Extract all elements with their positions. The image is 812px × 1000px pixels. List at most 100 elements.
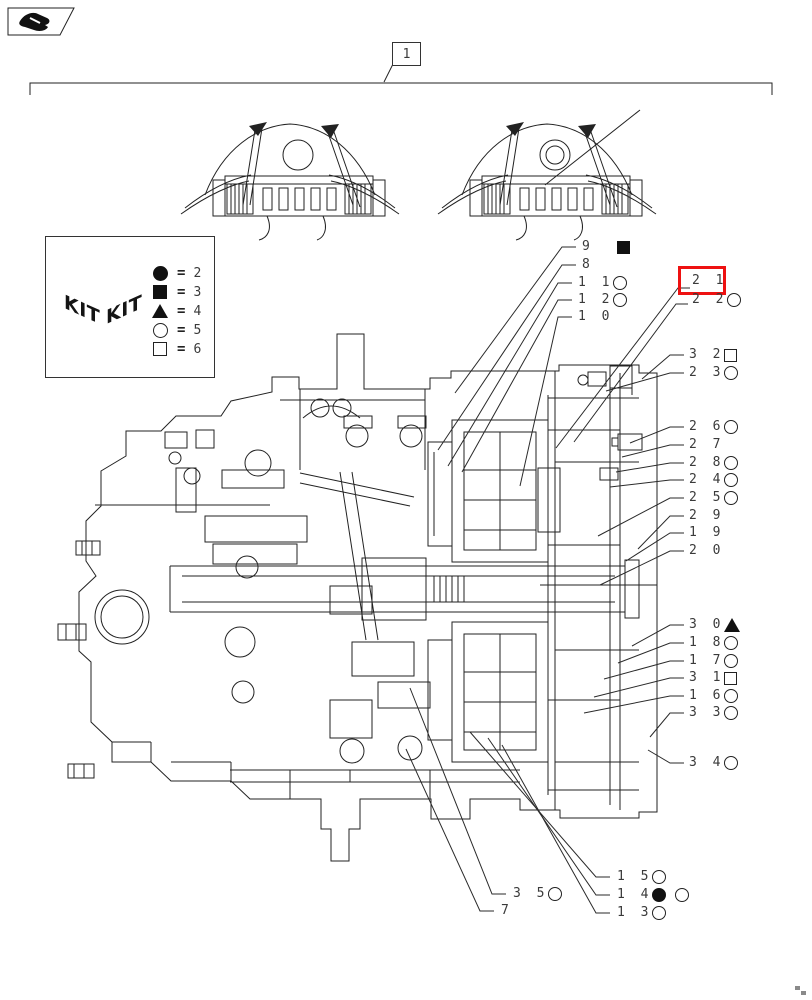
callout-11[interactable]: 1 1 — [578, 276, 627, 290]
open-square-icon — [153, 342, 167, 356]
kit-label-right: KIT — [106, 290, 143, 330]
callout-label: 3 2 — [689, 347, 725, 362]
callout-14[interactable]: 1 4 — [617, 888, 689, 902]
open-circle-icon — [724, 636, 738, 650]
callout-label: 7 — [501, 903, 513, 918]
filled-square-icon — [617, 240, 630, 254]
callout-symbols — [613, 276, 627, 290]
legend-value: 3 — [193, 284, 202, 300]
filled-circle-icon — [652, 888, 666, 902]
legend-equals: = — [177, 341, 186, 357]
legend-row: = 2 — [151, 265, 201, 281]
main-cross-section — [57, 333, 658, 862]
callout-symbols — [724, 456, 738, 470]
callout-label: 2 3 — [689, 365, 725, 380]
callout-35[interactable]: 3 5 — [513, 887, 562, 901]
callout-31[interactable]: 3 1 — [689, 671, 737, 685]
legend-value: 5 — [193, 322, 202, 338]
callout-22[interactable]: 2 2 — [692, 293, 741, 307]
legend-equals: = — [177, 265, 186, 281]
callout-12[interactable]: 1 2 — [578, 293, 627, 307]
legend-value: 6 — [193, 341, 202, 357]
callout-28[interactable]: 2 8 — [689, 456, 738, 470]
callout-7[interactable]: 7 — [501, 904, 536, 918]
callout-21[interactable]: 2 1 — [692, 274, 727, 288]
callout-label: 1 7 — [689, 653, 725, 668]
figure-ref-box[interactable]: 1 — [392, 42, 421, 66]
callout-label: 3 4 — [689, 755, 725, 770]
legend-row: = 4 — [151, 303, 201, 319]
callout-symbols — [617, 240, 630, 254]
thumbnail-left-view — [180, 121, 400, 241]
kit-label-left: KIT — [64, 290, 101, 330]
callout-symbols — [724, 654, 738, 668]
callout-label: 2 9 — [689, 508, 725, 523]
open-circle-icon — [675, 888, 689, 902]
callout-symbols — [724, 671, 737, 685]
callout-label: 2 0 — [689, 543, 725, 558]
callout-25[interactable]: 2 5 — [689, 491, 738, 505]
callout-label: 2 5 — [689, 490, 725, 505]
callout-19[interactable]: 1 9 — [689, 526, 724, 540]
callout-symbols — [724, 491, 738, 505]
callout-17[interactable]: 1 7 — [689, 654, 738, 668]
callout-30[interactable]: 3 0 — [689, 618, 740, 632]
open-square-icon — [724, 671, 737, 685]
callout-label: 2 4 — [689, 472, 725, 487]
legend-symbol — [151, 322, 169, 338]
legend-equals: = — [177, 322, 186, 338]
callout-label: 2 2 — [692, 292, 728, 307]
callout-27[interactable]: 2 7 — [689, 438, 724, 452]
open-circle-icon — [724, 654, 738, 668]
callout-33[interactable]: 3 3 — [689, 706, 738, 720]
legend-row: = 6 — [151, 341, 201, 357]
callout-label: 3 1 — [689, 670, 725, 685]
callout-8[interactable]: 8 — [582, 258, 617, 272]
legend-value: 2 — [193, 265, 202, 281]
callout-23[interactable]: 2 3 — [689, 366, 738, 380]
callout-16[interactable]: 1 6 — [689, 689, 738, 703]
callout-20[interactable]: 2 0 — [689, 544, 724, 558]
callout-symbols — [724, 756, 738, 770]
callout-symbols — [727, 293, 741, 307]
callout-label: 8 — [582, 257, 594, 272]
callout-18[interactable]: 1 8 — [689, 636, 738, 650]
callout-24[interactable]: 2 4 — [689, 473, 738, 487]
callout-symbols — [652, 870, 666, 884]
open-circle-icon — [652, 870, 666, 884]
legend-value: 4 — [193, 303, 202, 319]
filled-triangle-icon — [152, 304, 168, 318]
callout-26[interactable]: 2 6 — [689, 420, 738, 434]
callout-label: 3 0 — [689, 617, 725, 632]
callout-label: 9 — [582, 239, 594, 254]
callout-label: 1 5 — [617, 869, 653, 884]
callout-34[interactable]: 3 4 — [689, 756, 738, 770]
callout-label: 1 3 — [617, 905, 653, 920]
callout-label: 1 0 — [578, 309, 614, 324]
callout-symbols — [724, 420, 738, 434]
open-circle-icon — [724, 420, 738, 434]
callout-32[interactable]: 3 2 — [689, 348, 737, 362]
callout-label: 1 4 — [617, 887, 653, 902]
legend-equals: = — [177, 303, 186, 319]
callout-15[interactable]: 1 5 — [617, 870, 666, 884]
open-square-icon — [724, 348, 737, 362]
callout-13[interactable]: 1 3 — [617, 906, 666, 920]
callout-symbols — [724, 348, 737, 362]
callout-symbols — [724, 366, 738, 380]
callout-9[interactable]: 9 — [582, 240, 630, 254]
open-circle-icon — [152, 322, 168, 338]
callout-label: 2 6 — [689, 419, 725, 434]
callout-symbols — [724, 689, 738, 703]
filled-circle-icon — [152, 265, 168, 281]
highlight-box-21 — [678, 266, 726, 295]
thumbnail-right-view — [437, 109, 657, 241]
open-circle-icon — [613, 276, 627, 290]
callout-29[interactable]: 2 9 — [689, 509, 724, 523]
callout-symbols — [724, 706, 738, 720]
filled-square-icon — [153, 285, 167, 299]
callout-10[interactable]: 1 0 — [578, 310, 613, 324]
legend-symbol — [151, 342, 169, 356]
figure-bracket — [29, 63, 773, 95]
